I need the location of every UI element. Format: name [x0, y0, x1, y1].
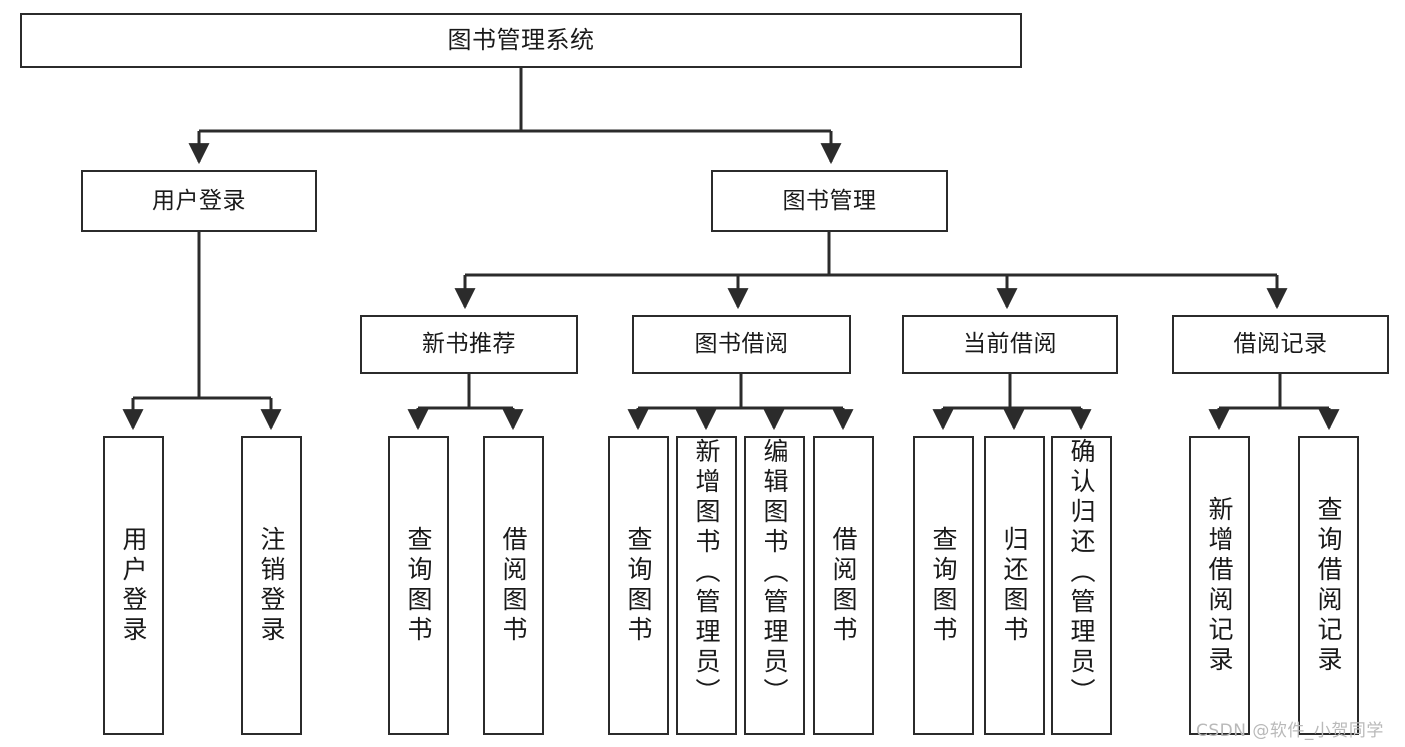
node-leaf-logout[interactable]: 注销登录 [241, 436, 302, 735]
node-user-login[interactable]: 用户登录 [81, 170, 317, 232]
node-leaf-confirm-return[interactable]: 确认归还（管理员） [1051, 436, 1112, 735]
node-book-borrow-label: 图书借阅 [694, 331, 789, 358]
node-leaf-user-login-label: 用户登录 [119, 525, 148, 646]
node-leaf-return-book-label: 归还图书 [1000, 525, 1029, 646]
node-leaf-return-book[interactable]: 归还图书 [984, 436, 1045, 735]
node-leaf-query-book[interactable]: 查询图书 [608, 436, 669, 735]
node-leaf-add-record-label: 新增借阅记录 [1205, 495, 1234, 676]
node-user-login-label: 用户登录 [152, 187, 246, 214]
node-book-manage[interactable]: 图书管理 [711, 170, 948, 232]
node-leaf-edit-book-label: 编辑图书（管理员） [760, 438, 789, 708]
node-leaf-query-book-rec[interactable]: 查询图书 [388, 436, 449, 735]
node-leaf-add-record[interactable]: 新增借阅记录 [1189, 436, 1250, 735]
node-leaf-borrow-book-rec-label: 借阅图书 [499, 525, 528, 646]
node-leaf-logout-label: 注销登录 [257, 525, 286, 646]
node-book-borrow[interactable]: 图书借阅 [632, 315, 851, 374]
node-root-label: 图书管理系统 [447, 25, 595, 54]
node-leaf-confirm-return-label: 确认归还（管理员） [1067, 438, 1096, 708]
node-leaf-borrow-book-rec[interactable]: 借阅图书 [483, 436, 544, 735]
node-leaf-add-book[interactable]: 新增图书（管理员） [676, 436, 737, 735]
node-leaf-query-book-cur[interactable]: 查询图书 [913, 436, 974, 735]
node-book-manage-label: 图书管理 [782, 187, 877, 214]
node-leaf-query-book-label: 查询图书 [624, 525, 653, 646]
node-leaf-add-book-label: 新增图书（管理员） [692, 438, 721, 708]
node-root[interactable]: 图书管理系统 [20, 13, 1022, 68]
node-leaf-user-login[interactable]: 用户登录 [103, 436, 164, 735]
node-new-book-rec[interactable]: 新书推荐 [360, 315, 578, 374]
node-leaf-edit-book[interactable]: 编辑图书（管理员） [744, 436, 805, 735]
node-borrow-record[interactable]: 借阅记录 [1172, 315, 1389, 374]
node-leaf-query-record[interactable]: 查询借阅记录 [1298, 436, 1359, 735]
node-current-borrow[interactable]: 当前借阅 [902, 315, 1118, 374]
node-current-borrow-label: 当前借阅 [963, 331, 1057, 358]
node-new-book-rec-label: 新书推荐 [422, 331, 516, 358]
node-leaf-borrow-book[interactable]: 借阅图书 [813, 436, 874, 735]
csdn-watermark: CSDN @软件_小贺同学 [1196, 721, 1384, 741]
node-leaf-query-book-rec-label: 查询图书 [404, 525, 433, 646]
node-borrow-record-label: 借阅记录 [1233, 331, 1328, 358]
node-leaf-query-record-label: 查询借阅记录 [1314, 495, 1343, 676]
node-leaf-query-book-cur-label: 查询图书 [929, 525, 958, 646]
node-leaf-borrow-book-label: 借阅图书 [829, 525, 858, 646]
